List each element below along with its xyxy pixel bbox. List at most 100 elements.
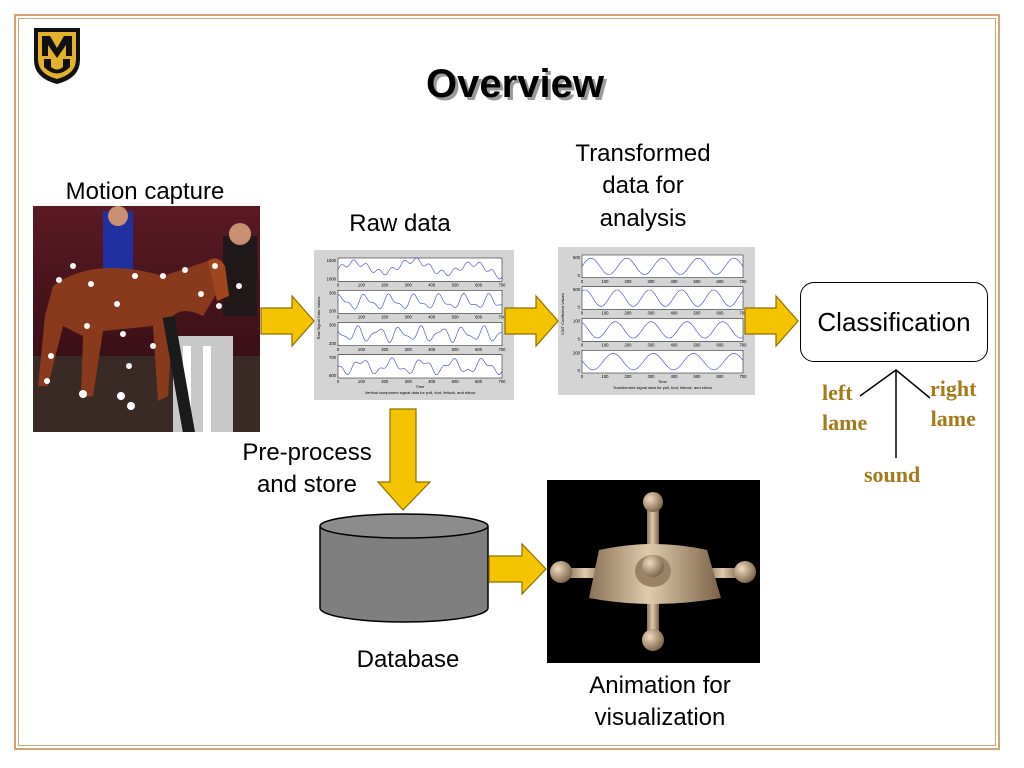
plot-xtick-label: 300 xyxy=(648,311,656,316)
plot-ytick-label: 1000 xyxy=(327,276,337,281)
plot-xtick-label: 0 xyxy=(581,374,584,379)
slide-border-inner xyxy=(18,18,996,746)
raw-data-label: Raw data xyxy=(349,210,451,237)
plot-xtick-label: 500 xyxy=(452,379,460,384)
arrow-database-to-animation xyxy=(488,542,547,596)
plot-panel-frame xyxy=(337,322,503,346)
plot-signal-line xyxy=(581,353,744,371)
plot-xtick-label: 200 xyxy=(625,311,633,316)
plot-ytick-label: 600 xyxy=(329,373,337,378)
plot-xtick-label: 400 xyxy=(671,311,679,316)
plot-xtick-label: 600 xyxy=(475,379,483,384)
plot-xtick-label: 200 xyxy=(625,279,633,284)
plot-signal-line xyxy=(337,357,503,376)
slide-border-outer xyxy=(14,14,1000,750)
plot-xtick-label: 100 xyxy=(358,347,366,352)
animation-label: Animation for visualization xyxy=(560,670,760,735)
plot-xtick-label: 300 xyxy=(648,342,656,347)
plot-panel-frame xyxy=(581,350,744,374)
plot-xtick-label: 100 xyxy=(602,374,610,379)
plot-xtick-label: 400 xyxy=(428,315,436,320)
plot-signal-line xyxy=(581,257,744,275)
plot-xtick-label: 300 xyxy=(405,347,413,352)
plot-xtick-label: 0 xyxy=(337,347,340,352)
plot-xtick-label: 700 xyxy=(740,342,748,347)
plot-xtick-label: 200 xyxy=(625,374,633,379)
plot-xtick-label: 100 xyxy=(358,315,366,320)
plot-xtick-label: 400 xyxy=(671,374,679,379)
plot-ytick-label: 500 xyxy=(573,255,581,260)
plot-xtick-label: 500 xyxy=(452,282,460,287)
plot-xtick-label: 700 xyxy=(740,374,748,379)
arrow-raw-to-transformed xyxy=(504,294,559,348)
plot-signal-line xyxy=(337,293,503,310)
animation-label-line1: Animation for xyxy=(589,672,731,699)
plot-ytick-label: 0 xyxy=(578,336,581,341)
plot-xtick-label: 700 xyxy=(499,379,507,384)
plot-xtick-label: 700 xyxy=(740,311,748,316)
plot-ytick-label: 500 xyxy=(573,287,581,292)
plot-panel-frame xyxy=(337,354,503,379)
motion-capture-photo xyxy=(33,206,260,437)
class-sound: sound xyxy=(864,462,921,487)
preprocess-label: Pre-process and store xyxy=(222,437,392,502)
plot-xtick-label: 0 xyxy=(337,315,340,320)
plot-xtick-label: 600 xyxy=(717,374,725,379)
plot-xtick-label: 0 xyxy=(581,311,584,316)
plot-xtick-label: 400 xyxy=(671,279,679,284)
plot-xtick-label: 0 xyxy=(337,282,340,287)
plot-xtick-label: 200 xyxy=(381,315,389,320)
database-label: Database xyxy=(356,646,460,673)
plot-ytick-label: 0 xyxy=(578,368,581,373)
class-left-lame-line1: left xyxy=(822,380,853,405)
class-right-lame: right lame xyxy=(930,374,976,433)
plot-xtick-label: 700 xyxy=(499,347,507,352)
plot-xtick-label: 200 xyxy=(381,379,389,384)
classification-branches xyxy=(859,369,931,458)
plot-xtick-label: 500 xyxy=(694,311,702,316)
arrow-capture-to-raw xyxy=(260,294,315,348)
plot-xtick-label: 200 xyxy=(381,282,389,287)
transformed-label: Transformed data for analysis xyxy=(548,138,738,235)
animation-view xyxy=(547,480,760,663)
plot-xtick-label: 400 xyxy=(671,342,679,347)
arrow-transformed-to-classification xyxy=(744,294,799,348)
plot-xtick-label: 600 xyxy=(475,315,483,320)
plot-ytick-label: 100 xyxy=(573,319,581,324)
database-cylinder xyxy=(318,512,490,624)
class-right-lame-line2: lame xyxy=(930,405,976,431)
plot-panel-frame xyxy=(337,290,503,314)
plot-ylabel: Raw Signal Data Values xyxy=(316,297,321,340)
university-logo xyxy=(30,26,84,86)
motion-capture-label: Motion capture xyxy=(65,178,225,205)
class-right-lame-line1: right xyxy=(930,376,977,401)
plot-xtick-label: 0 xyxy=(581,279,584,284)
plot-xtick-label: 300 xyxy=(648,374,656,379)
plot-xtick-label: 700 xyxy=(499,315,507,320)
preprocess-label-line1: Pre-process xyxy=(242,439,372,466)
plot-xtick-label: 0 xyxy=(581,342,584,347)
plot-xtick-label: 200 xyxy=(625,342,633,347)
plot-xtick-label: 600 xyxy=(717,311,725,316)
plot-xtick-label: 600 xyxy=(475,347,483,352)
plot-xtick-label: 200 xyxy=(381,347,389,352)
class-left-lame: left lame xyxy=(822,378,867,437)
plot-panel-frame xyxy=(581,286,744,310)
plot-xtick-label: 400 xyxy=(428,379,436,384)
plot-xtick-label: 400 xyxy=(428,347,436,352)
transformed-label-line1: Transformed xyxy=(575,140,711,167)
plot-xlabel: Time xyxy=(658,379,668,384)
plot-xtick-label: 500 xyxy=(694,279,702,284)
plot-xlabel: Time xyxy=(416,384,426,389)
plot-signal-line xyxy=(581,321,744,339)
plot-xtick-label: 100 xyxy=(602,342,610,347)
plot-signal-line xyxy=(581,289,744,307)
plot-xtick-label: 600 xyxy=(717,342,725,347)
arrow-raw-to-database xyxy=(376,408,432,511)
plot-xtick-label: 100 xyxy=(602,279,610,284)
transformed-label-line3: analysis xyxy=(599,204,687,232)
transformed-label-line2: data for xyxy=(602,172,684,200)
plot-panel-frame xyxy=(581,318,744,342)
classification-box: Classification xyxy=(800,282,988,362)
